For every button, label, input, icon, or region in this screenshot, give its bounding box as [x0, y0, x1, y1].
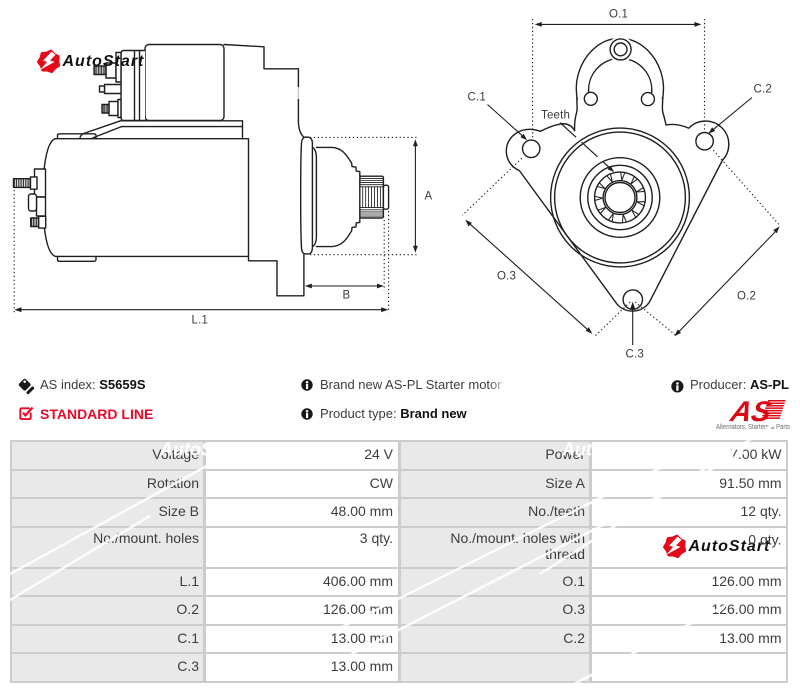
- svg-text:O.2: O.2: [737, 291, 756, 303]
- svg-text:O.3: O.3: [497, 271, 516, 283]
- svg-text:AS: AS: [727, 396, 774, 428]
- svg-text:AutoStart: AutoStart: [159, 440, 243, 460]
- svg-text:A: A: [425, 191, 433, 203]
- svg-text:L.1: L.1: [192, 315, 209, 327]
- svg-text:C.1: C.1: [468, 92, 487, 104]
- svg-text:AutoStart: AutoStart: [688, 538, 771, 555]
- svg-text:Alternators, Starters & Parts: Alternators, Starters & Parts: [716, 422, 790, 431]
- svg-text:Teeth: Teeth: [541, 109, 570, 121]
- svg-text:AutoStart: AutoStart: [62, 53, 145, 70]
- svg-text:0 qty.: 0 qty.: [748, 532, 781, 548]
- svg-text:C.2: C.2: [754, 84, 773, 96]
- svg-text:O.1: O.1: [609, 9, 628, 21]
- svg-text:C.3: C.3: [626, 349, 645, 361]
- svg-text:B: B: [343, 290, 351, 302]
- svg-text:AutoStart: AutoStart: [561, 440, 645, 460]
